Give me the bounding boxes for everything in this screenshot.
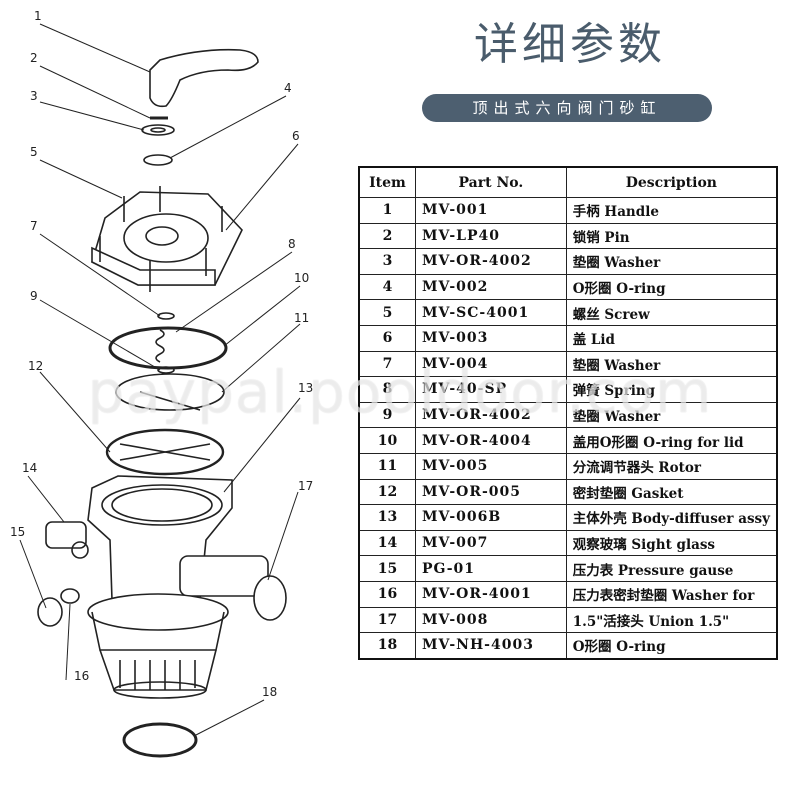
callout-16: 16 — [74, 669, 89, 683]
cell-part: MV-005 — [415, 452, 567, 480]
callout-8: 8 — [288, 237, 296, 251]
callout-5: 5 — [30, 145, 38, 159]
cell-item: 3 — [358, 248, 416, 275]
cell-item: 13 — [358, 504, 416, 531]
exploded-view-diagram: 1 2 3 4 5 6 7 8 9 10 11 12 13 14 15 16 1… — [10, 9, 313, 758]
cell-desc: 观察玻璃 Sight glass — [565, 529, 778, 557]
cell-part: PG-01 — [415, 555, 567, 582]
cell-part: MV-OR-4002 — [415, 248, 567, 275]
cell-part: MV-NH-4003 — [415, 632, 567, 660]
cell-desc: 锁销 Pin — [565, 222, 778, 250]
callout-15: 15 — [10, 525, 25, 539]
callout-7: 7 — [30, 219, 38, 233]
callout-1: 1 — [34, 9, 42, 23]
cell-desc: 压力表密封垫圈 Washer for — [565, 580, 778, 608]
cell-desc: 螺丝 Screw — [565, 299, 778, 326]
callout-17: 17 — [298, 479, 313, 493]
callout-9: 9 — [30, 289, 38, 303]
cell-part: MV-40-SP — [415, 376, 567, 403]
cell-part: MV-007 — [415, 529, 567, 557]
cell-item: 4 — [358, 273, 416, 301]
cell-part: MV-OR-4002 — [415, 401, 567, 429]
cell-desc: 压力表 Pressure gause — [565, 555, 778, 582]
column-header-part-no: Part No. — [415, 166, 567, 198]
cell-item: 1 — [358, 197, 416, 224]
cell-desc: 盖用O形圈 O-ring for lid — [565, 427, 778, 454]
callout-3: 3 — [30, 89, 38, 103]
cell-desc: 垫圈 Washer — [565, 401, 778, 429]
column-header-description: Description — [565, 166, 778, 198]
cell-part: MV-006B — [415, 504, 567, 531]
cell-part: MV-008 — [415, 606, 567, 634]
column-header-item: Item — [358, 166, 416, 198]
cell-desc: 弹簧 Spring — [565, 376, 778, 403]
cell-item: 18 — [358, 632, 416, 660]
cell-part: MV-SC-4001 — [415, 299, 567, 326]
cell-part: MV-OR-005 — [415, 478, 567, 506]
cell-item: 8 — [358, 376, 416, 403]
cell-part: MV-OR-4001 — [415, 580, 567, 608]
table-header-row: Item Part No. Description — [358, 166, 778, 198]
cell-desc: 手柄 Handle — [565, 197, 778, 224]
cell-part: MV-003 — [415, 324, 567, 352]
cell-item: 15 — [358, 555, 416, 582]
callout-10: 10 — [294, 271, 309, 285]
cell-desc: O形圈 O-ring — [565, 632, 778, 660]
cell-item: 14 — [358, 529, 416, 557]
cell-desc: 1.5"活接头 Union 1.5" — [565, 606, 778, 634]
cell-item: 11 — [358, 452, 416, 480]
cell-part: MV-004 — [415, 350, 567, 378]
cell-item: 12 — [358, 478, 416, 506]
cell-desc: 垫圈 Washer — [565, 350, 778, 378]
cell-desc: 盖 Lid — [565, 324, 778, 352]
cell-part: MV-001 — [415, 197, 567, 224]
cell-desc: 主体外壳 Body-diffuser assy — [565, 504, 778, 531]
cell-item: 17 — [358, 606, 416, 634]
callout-4: 4 — [284, 81, 292, 95]
cell-item: 9 — [358, 401, 416, 429]
cell-item: 16 — [358, 580, 416, 608]
callout-2: 2 — [30, 51, 38, 65]
cell-item: 6 — [358, 324, 416, 352]
cell-part: MV-002 — [415, 273, 567, 301]
callout-13: 13 — [298, 381, 313, 395]
subtitle-banner: 顶出式六向阀门砂缸 — [422, 94, 712, 122]
cell-item: 2 — [358, 222, 416, 250]
cell-item: 5 — [358, 299, 416, 326]
callout-11: 11 — [294, 311, 309, 325]
callout-14: 14 — [22, 461, 37, 475]
cell-part: MV-OR-4004 — [415, 427, 567, 454]
cell-desc: 垫圈 Washer — [565, 248, 778, 275]
callout-18: 18 — [262, 685, 277, 699]
cell-desc: O形圈 O-ring — [565, 273, 778, 301]
page-title: 详细参数 — [474, 19, 666, 70]
callout-12: 12 — [28, 359, 43, 373]
cell-part: MV-LP40 — [415, 222, 567, 250]
callout-6: 6 — [292, 129, 300, 143]
cell-item: 10 — [358, 427, 416, 454]
cell-item: 7 — [358, 350, 416, 378]
cell-desc: 分流调节器头 Rotor — [565, 452, 778, 480]
cell-desc: 密封垫圈 Gasket — [565, 478, 778, 506]
